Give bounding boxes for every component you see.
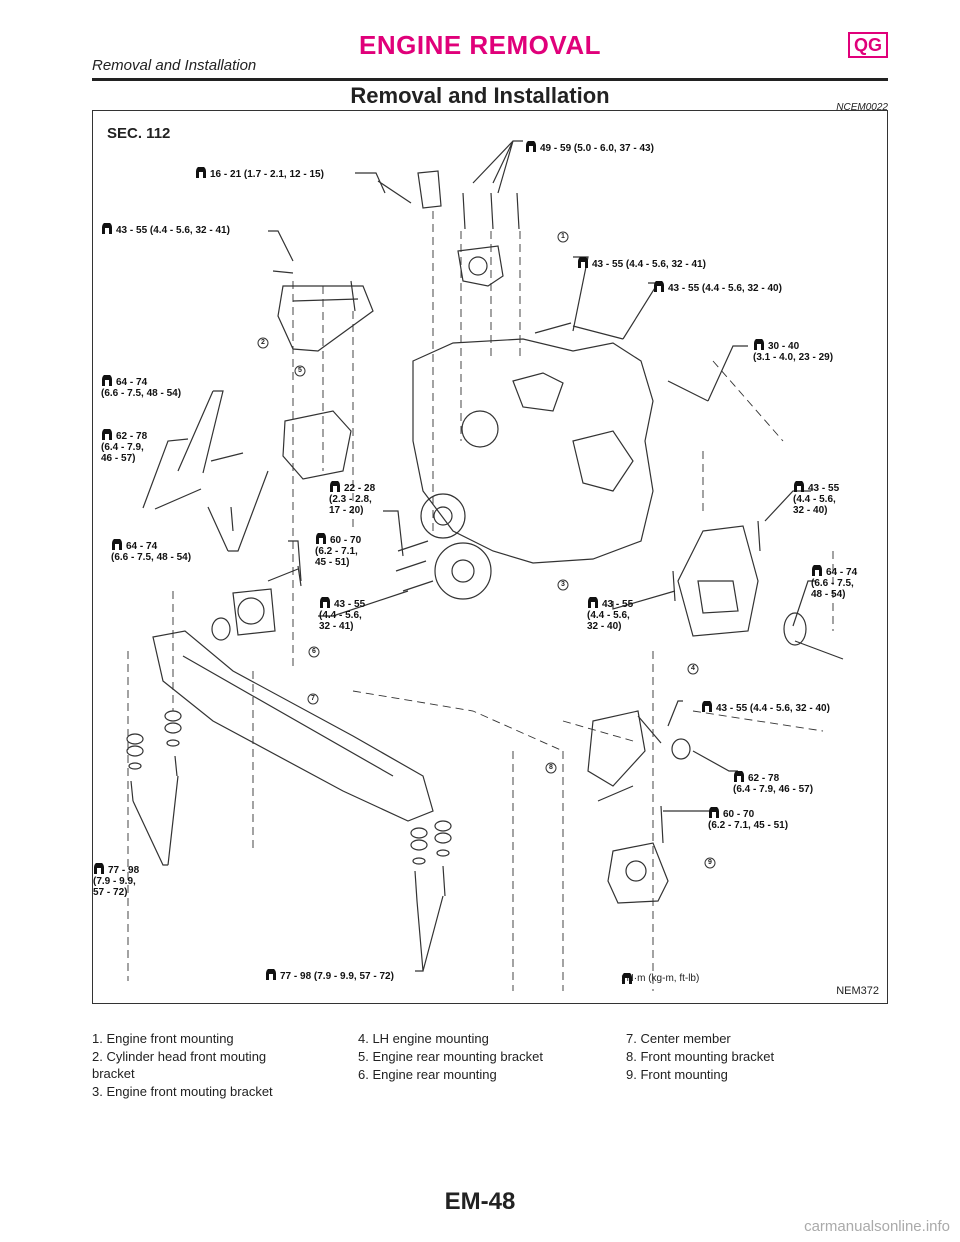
callout-number: 8 xyxy=(549,764,553,771)
page-number: EM-48 xyxy=(444,1188,516,1215)
figure-id: NEM372 xyxy=(836,985,879,997)
torque-icon xyxy=(577,257,589,269)
torque-spec-text: 43 - 55 (4.4 - 5.6, 32 - 41) xyxy=(319,599,366,632)
torque-spec-text: 62 - 78 (6.4 - 7.9, 46 - 57) xyxy=(733,773,814,795)
torque-spec-text: 43 - 55 (4.4 - 5.6, 32 - 40) xyxy=(716,703,830,714)
torque-icon xyxy=(195,167,207,179)
torque-spec-label: 22 - 28 (2.3 - 2.8, 17 - 20) xyxy=(329,481,375,516)
legend-col-1: 1. Engine front mounting 2. Cylinder hea… xyxy=(92,1030,273,1101)
diagram-artwork xyxy=(126,140,844,991)
torque-spec-text: 77 - 98 (7.9 - 9.9, 57 - 72) xyxy=(280,971,394,982)
torque-icon xyxy=(525,141,537,153)
torque-icon xyxy=(319,597,331,609)
legend-item: 4. LH engine mounting xyxy=(358,1031,489,1046)
torque-spec-label: 43 - 55 (4.4 - 5.6, 32 - 40) xyxy=(653,281,782,294)
legend-item: 1. Engine front mounting xyxy=(92,1031,234,1046)
torque-spec-label: 60 - 70 (6.2 - 7.1, 45 - 51) xyxy=(708,807,788,831)
torque-spec-label: 77 - 98 (7.9 - 9.9, 57 - 72) xyxy=(93,863,139,898)
callout-number: 2 xyxy=(261,339,265,346)
legend-col-3: 7. Center member 8. Front mounting brack… xyxy=(626,1030,774,1084)
callout-number: 4 xyxy=(691,665,695,672)
legend-item: 7. Center member xyxy=(626,1031,731,1046)
legend-item: 5. Engine rear mounting bracket xyxy=(358,1049,543,1064)
callout-number: 1 xyxy=(561,233,565,240)
torque-spec-label: 62 - 78 (6.4 - 7.9, 46 - 57) xyxy=(733,771,813,795)
section-code: NCEM0022 xyxy=(836,102,888,113)
legend-item: 8. Front mounting bracket xyxy=(626,1049,775,1064)
torque-spec-text: 77 - 98 (7.9 - 9.9, 57 - 72) xyxy=(93,865,140,898)
torque-spec-label: 64 - 74 (6.6 - 7.5, 48 - 54) xyxy=(811,565,857,600)
torque-icon xyxy=(111,539,123,551)
torque-icon xyxy=(701,701,713,713)
torque-spec-text: 49 - 59 (5.0 - 6.0, 37 - 43) xyxy=(540,143,654,154)
torque-spec-text: 60 - 70 (6.2 - 7.1, 45 - 51) xyxy=(708,809,789,831)
torque-spec-label: 43 - 55 (4.4 - 5.6, 32 - 40) xyxy=(701,701,830,714)
torque-spec-label: 43 - 55 (4.4 - 5.6, 32 - 40) xyxy=(793,481,839,516)
torque-icon xyxy=(329,481,341,493)
legend-item: 9. Front mounting xyxy=(626,1067,728,1082)
torque-spec-text: 64 - 74 (6.6 - 7.5, 48 - 54) xyxy=(111,541,192,563)
torque-spec-text: 43 - 55 (4.4 - 5.6, 32 - 40) xyxy=(793,483,840,516)
torque-icon xyxy=(753,339,765,351)
torque-icon xyxy=(653,281,665,293)
legend-item: 6. Engine rear mounting xyxy=(358,1067,497,1082)
torque-spec-text: 64 - 74 (6.6 - 7.5, 48 - 54) xyxy=(811,567,858,600)
torque-spec-text: 43 - 55 (4.4 - 5.6, 32 - 40) xyxy=(668,283,782,294)
legend-item: 2. Cylinder head front mouting bracket xyxy=(92,1049,267,1081)
torque-icon xyxy=(708,807,720,819)
section-title: Removal and Installation xyxy=(350,83,610,108)
torque-spec-label: 64 - 74 (6.6 - 7.5, 48 - 54) xyxy=(101,375,181,399)
header-subtitle: Removal and Installation xyxy=(92,57,257,74)
torque-spec-text: 62 - 78 (6.4 - 7.9, 46 - 57) xyxy=(101,431,148,464)
torque-spec-text: 43 - 55 (4.4 - 5.6, 32 - 40) xyxy=(587,599,634,632)
torque-icon xyxy=(315,533,327,545)
torque-spec-text: 43 - 55 (4.4 - 5.6, 32 - 41) xyxy=(116,225,230,236)
header-badge: QG xyxy=(847,32,888,58)
torque-spec-text: 60 - 70 (6.2 - 7.1, 45 - 51) xyxy=(315,535,362,568)
torque-spec-label: 30 - 40 (3.1 - 4.0, 23 - 29) xyxy=(753,339,833,363)
callout-number: 6 xyxy=(312,648,316,655)
exploded-diagram: SEC. 112 1 2 3 4 5 6 7 8 9 49 - 59 (5.0 - 6.0, 3… xyxy=(92,110,888,1004)
torque-spec-label: 64 - 74 (6.6 - 7.5, 48 - 54) xyxy=(111,539,191,563)
callout-number: 9 xyxy=(708,859,712,866)
torque-icon xyxy=(101,375,113,387)
torque-icon xyxy=(101,223,113,235)
callout-number: 7 xyxy=(311,695,315,702)
torque-spec-label: 43 - 55 (4.4 - 5.6, 32 - 41) xyxy=(319,597,365,632)
torque-spec-text: 22 - 28 (2.3 - 2.8, 17 - 20) xyxy=(329,483,376,516)
torque-icon xyxy=(101,429,113,441)
torque-spec-label: 16 - 21 (1.7 - 2.1, 12 - 15) xyxy=(195,167,324,180)
torque-icon xyxy=(733,771,745,783)
torque-icon xyxy=(587,597,599,609)
watermark: carmanualsonline.info xyxy=(804,1218,950,1235)
callout-number: 5 xyxy=(298,367,302,374)
sec-label: SEC. 112 xyxy=(107,125,171,142)
legend-col-2: 4. LH engine mounting 5. Engine rear mou… xyxy=(358,1030,543,1084)
torque-spec-text: 43 - 55 (4.4 - 5.6, 32 - 41) xyxy=(592,259,706,270)
unit-note: : N·m (kg-m, ft-lb) xyxy=(621,973,699,984)
torque-spec-text: 64 - 74 (6.6 - 7.5, 48 - 54) xyxy=(101,377,182,399)
torque-icon xyxy=(811,565,823,577)
torque-spec-label: 62 - 78 (6.4 - 7.9, 46 - 57) xyxy=(101,429,147,464)
torque-icon xyxy=(793,481,805,493)
header-rule xyxy=(92,78,888,81)
torque-icon xyxy=(265,969,277,981)
legend-item: 3. Engine front mouting bracket xyxy=(92,1084,273,1099)
callout-number: 3 xyxy=(561,581,565,588)
torque-spec-label: 43 - 55 (4.4 - 5.6, 32 - 41) xyxy=(101,223,230,236)
torque-spec-label: 77 - 98 (7.9 - 9.9, 57 - 72) xyxy=(265,969,394,982)
torque-spec-label: 43 - 55 (4.4 - 5.6, 32 - 41) xyxy=(577,257,706,270)
torque-spec-text: 16 - 21 (1.7 - 2.1, 12 - 15) xyxy=(210,169,324,180)
torque-spec-label: 43 - 55 (4.4 - 5.6, 32 - 40) xyxy=(587,597,633,632)
unit-note-text: : N·m (kg-m, ft-lb) xyxy=(621,973,700,984)
torque-icon xyxy=(93,863,105,875)
torque-spec-text: 30 - 40 (3.1 - 4.0, 23 - 29) xyxy=(753,341,834,363)
header-title: ENGINE REMOVAL xyxy=(359,30,601,60)
torque-spec-label: 49 - 59 (5.0 - 6.0, 37 - 43) xyxy=(525,141,654,154)
torque-spec-label: 60 - 70 (6.2 - 7.1, 45 - 51) xyxy=(315,533,361,568)
